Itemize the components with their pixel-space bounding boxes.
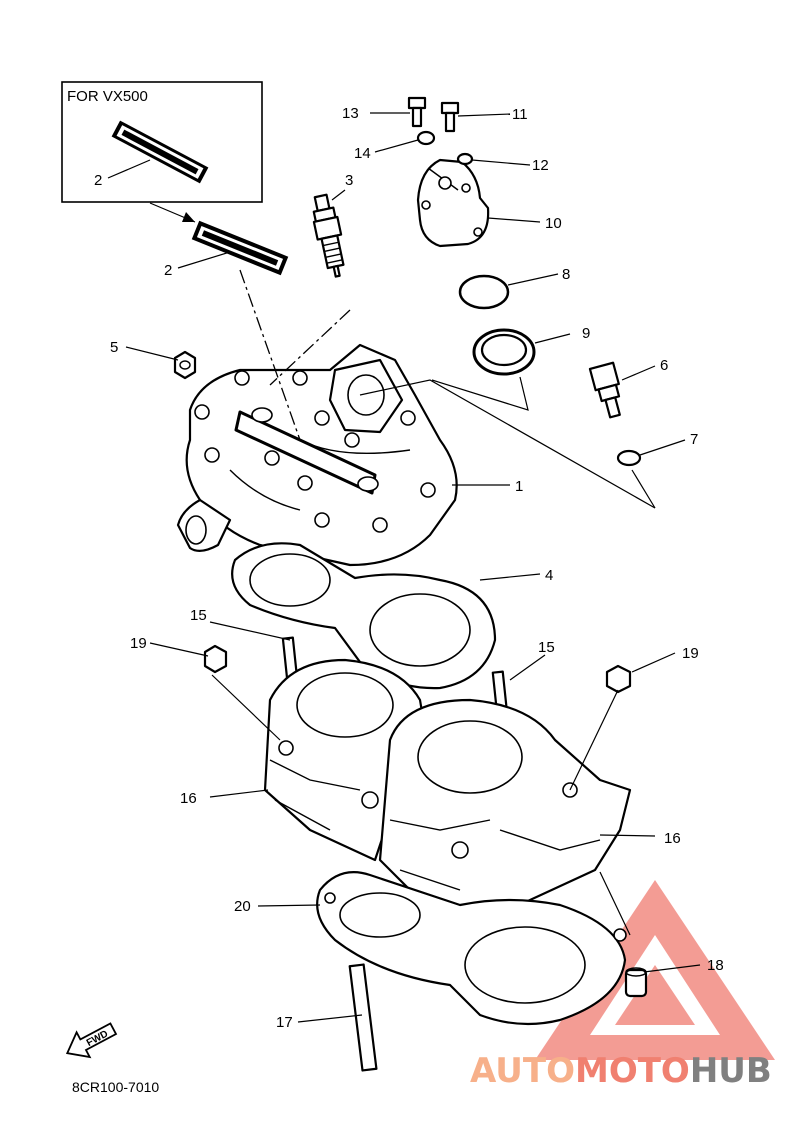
nut-19-left [203,644,228,674]
callout-18: 18 [707,957,724,974]
callout-12: 12 [532,157,549,174]
callout-2-inset: 2 [94,172,102,189]
callout-19-right: 19 [682,645,699,662]
watermark-logo-triangle [535,880,775,1060]
callout-labels: 1 2 2 3 4 5 6 7 8 9 10 11 12 13 14 15 15… [94,105,724,1031]
watermark-logo: AUTOMOTOHUB [470,1051,772,1091]
watermark-part3: HUB [690,1051,772,1091]
cylinder-head-1 [176,343,458,567]
svg-text:AUTOMOTOHUB: AUTOMOTOHUB [470,1051,772,1091]
leader-lines [107,112,701,1023]
callout-4: 4 [545,567,553,584]
callout-5: 5 [110,339,118,356]
callout-9: 9 [582,325,590,342]
callout-10: 10 [545,215,562,232]
watermark-part2: MOTO [575,1051,690,1091]
callout-2: 2 [164,262,172,279]
callout-17: 17 [276,1014,293,1031]
callout-19-left: 19 [130,635,147,652]
diagram-code: 8CR100-7010 [72,1079,159,1095]
nut-19-right [605,664,632,694]
inset-title: FOR VX500 [67,88,148,105]
decal-inset [111,120,209,184]
callout-6: 6 [660,357,668,374]
callout-1: 1 [515,478,523,495]
bolt-13 [407,96,427,128]
head-gasket-4 [231,542,497,690]
thermostat-cover-10 [416,158,490,248]
o-ring-8 [458,274,510,310]
callout-15-left: 15 [190,607,207,624]
callout-11: 11 [512,106,528,123]
callout-20: 20 [234,898,251,915]
gasket-9 [472,328,536,376]
washer-14 [416,130,436,146]
callout-13: 13 [342,105,359,122]
assembly-chain-lines [211,269,656,936]
callout-16-left: 16 [180,790,197,807]
inset-box: FOR VX500 [61,81,263,203]
callout-8: 8 [562,266,570,283]
temp-sensor-6 [588,361,621,419]
dowel-18 [624,967,648,998]
decal-2 [191,220,289,276]
cylinder-16-right [378,698,632,932]
callout-7: 7 [690,431,698,448]
bolt-11 [440,101,460,133]
callout-3: 3 [345,172,353,189]
watermark-part1: AUTO [470,1051,575,1091]
spark-plug-3 [312,193,345,278]
callout-16-right: 16 [664,830,681,847]
callout-15-right: 15 [538,639,555,656]
fwd-label: FWD [85,1029,110,1049]
washer-12 [456,152,474,166]
callout-14: 14 [354,145,371,162]
base-gasket-20 [316,871,627,1026]
nut-5 [173,350,197,380]
stud-17 [348,963,378,1072]
fwd-arrow-icon: FWD [65,1022,118,1059]
washer-7 [616,449,642,467]
